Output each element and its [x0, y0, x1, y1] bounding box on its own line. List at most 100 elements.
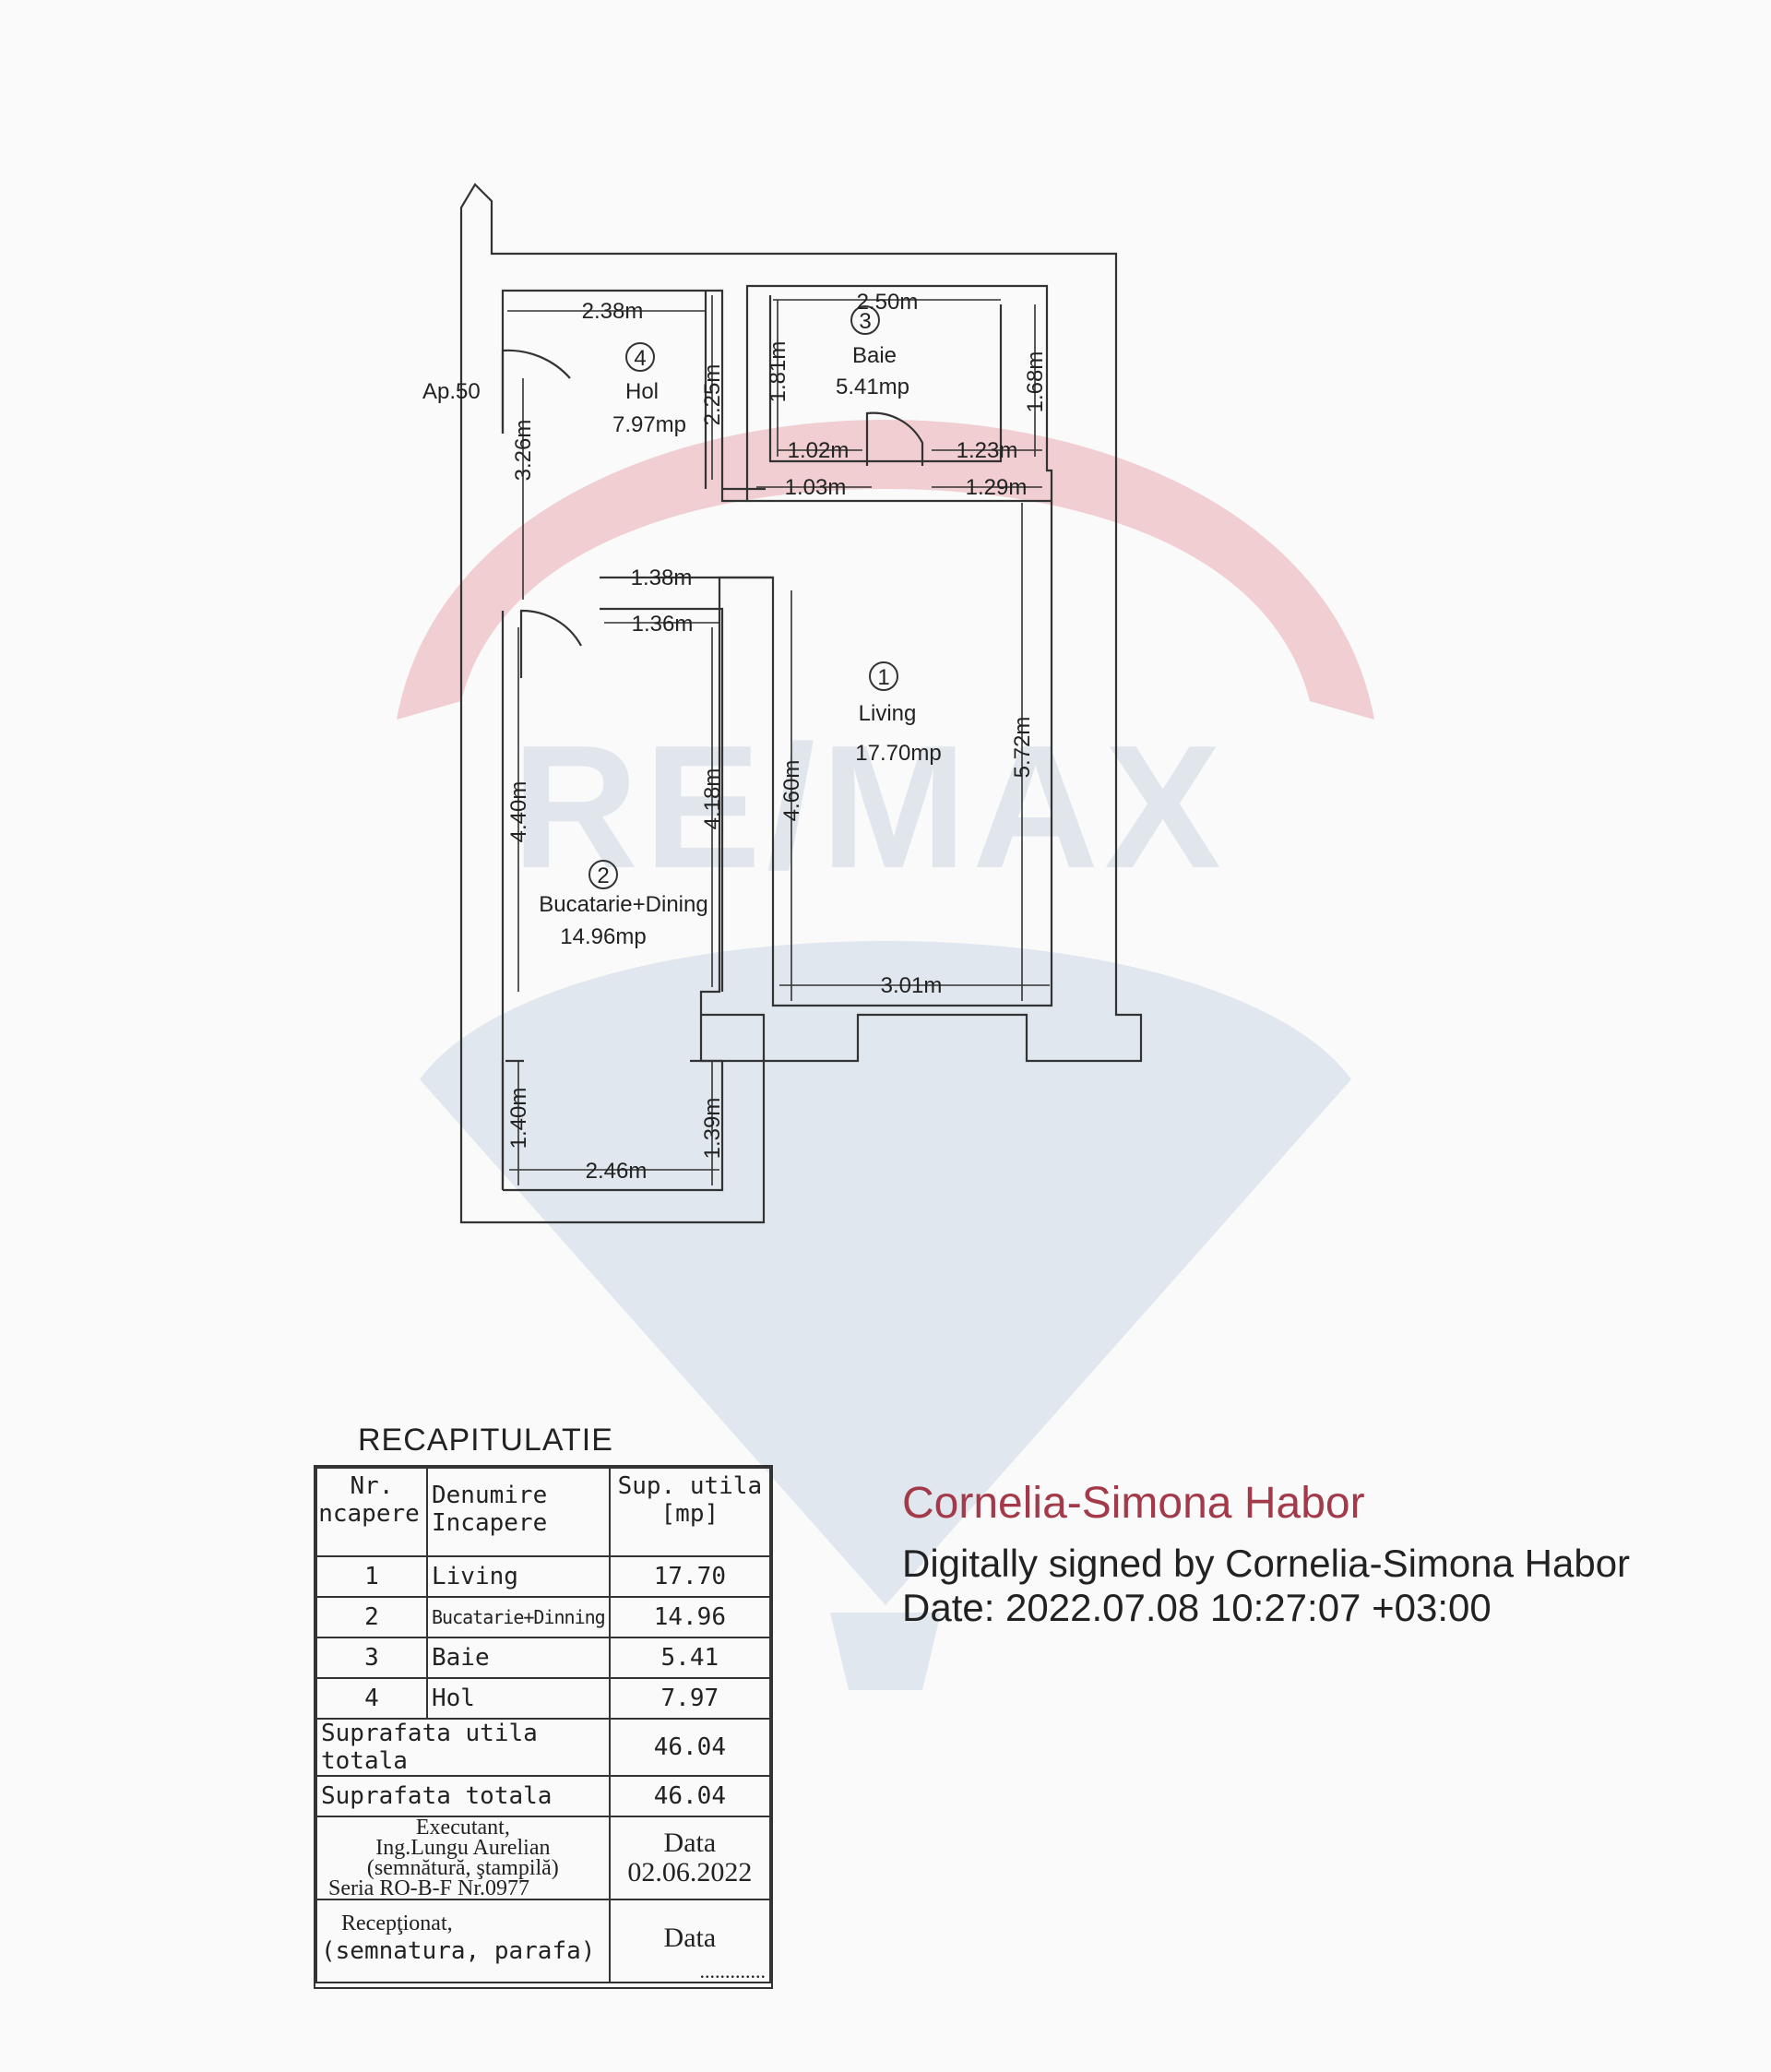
header-area-text: Sup. utila	[617, 1472, 763, 1500]
dim-label: 3.26m	[511, 420, 536, 482]
received-row: Recepţionat, (semnatura, parafa) Data ..…	[315, 1899, 772, 1983]
executant-line: Ing.Lungu Aurelian	[375, 1836, 551, 1860]
recap-title: RECAPITULATIE	[358, 1423, 613, 1458]
dim-label: 2.25m	[700, 364, 725, 426]
table-row: 3 Baie 5.41	[315, 1637, 772, 1679]
signature-date: Date: 2022.07.08 10:27:07 +03:00	[902, 1586, 1492, 1629]
table-row: 2 Bucatarie+Dinning 14.96	[315, 1596, 772, 1638]
dim-label: 1.23m	[957, 438, 1018, 463]
dim-label: 2.50m	[857, 290, 919, 315]
total-value: 46.04	[608, 1775, 772, 1817]
received-date-cell: Data .............	[608, 1899, 772, 1983]
room-number: 4	[634, 346, 646, 371]
received-cell: Recepţionat, (semnatura, parafa)	[315, 1899, 611, 1983]
executant-line: (semnătură, ştampilă)	[366, 1856, 559, 1880]
room-name: Baie	[852, 343, 897, 368]
date-value: 02.06.2022	[627, 1857, 753, 1887]
dim-label: 1.40m	[506, 1088, 531, 1149]
hall-wall	[501, 499, 1052, 1192]
table-header: Nr. ncapere Denumire Incapere Sup. utila…	[315, 1467, 772, 1557]
signature-line: Digitally signed by Cornelia-Simona Habo…	[902, 1542, 1631, 1585]
row-nr: 3	[315, 1637, 428, 1679]
room-name: Bucatarie+Dining	[539, 892, 707, 917]
dim-label: 2.46m	[586, 1159, 648, 1184]
dim-label: 1.68m	[1023, 351, 1048, 413]
received-label: Recepţionat,	[341, 1911, 453, 1935]
row-area: 7.97	[608, 1677, 772, 1720]
room-marker	[588, 860, 618, 889]
received-date-value: .............	[699, 1959, 767, 1983]
room-area: 14.96mp	[560, 924, 646, 949]
dim-label: 1.03m	[785, 475, 847, 500]
executant-cell: Executant, Ing.Lungu Aurelian (semnătură…	[315, 1816, 611, 1900]
recap-table: Nr. ncapere Denumire Incapere Sup. utila…	[314, 1465, 773, 1989]
table-row: 1 Living 17.70	[315, 1555, 772, 1598]
date-label: Data	[663, 1828, 717, 1858]
digital-signature: Cornelia-Simona Habor Digitally signed b…	[902, 1478, 1630, 1630]
watermark-balloon-top	[397, 420, 1374, 720]
room-number: 3	[859, 309, 871, 334]
signer-name: Cornelia-Simona Habor	[902, 1479, 1365, 1528]
room-number: 2	[597, 863, 609, 888]
row-area: 14.96	[608, 1596, 772, 1638]
inner-wall	[501, 284, 1053, 1015]
room-name: Living	[859, 701, 917, 726]
received-date-label: Data	[663, 1923, 717, 1953]
dim-label: 1.02m	[788, 438, 850, 463]
row-name: Hol	[426, 1677, 611, 1720]
room-marker	[625, 342, 655, 372]
total-label: Suprafata totala	[315, 1775, 611, 1817]
room-area: 17.70mp	[855, 741, 941, 766]
header-area-text-2: [mp]	[660, 1500, 719, 1528]
room-marker	[869, 661, 898, 691]
row-area: 17.70	[608, 1555, 772, 1598]
total-row: Suprafata totala 46.04	[315, 1775, 772, 1817]
row-name: Living	[426, 1555, 611, 1598]
outer-wall	[459, 183, 1143, 1224]
room-area: 7.97mp	[612, 412, 686, 437]
dim-label: 1.29m	[966, 475, 1028, 500]
received-label-2: (semnatura, parafa)	[321, 1937, 596, 1965]
room-marker	[850, 305, 880, 335]
balcony-wall	[501, 1059, 722, 1190]
room-area: 5.41mp	[836, 375, 909, 399]
header-nr-text: Nr.	[350, 1472, 394, 1500]
hol-right-wall	[704, 291, 766, 491]
header-area: Sup. utila [mp]	[608, 1467, 772, 1557]
row-nr: 2	[315, 1596, 428, 1638]
executant-row: Executant, Ing.Lungu Aurelian (semnătură…	[315, 1816, 772, 1900]
dim-label: 1.81m	[766, 341, 790, 403]
header-name-text: Denumire	[432, 1482, 548, 1509]
bath-door	[865, 411, 924, 466]
row-nr: 4	[315, 1677, 428, 1720]
header-name-text-2: Incapere	[432, 1509, 548, 1537]
room-name: Hol	[625, 379, 659, 404]
row-name: Baie	[426, 1637, 611, 1679]
watermark-balloon-bottom	[420, 941, 1351, 1605]
entrance-door	[501, 349, 571, 434]
executant-line: Seria RO-B-F Nr.0977	[328, 1876, 529, 1900]
header-nr: Nr. ncapere	[315, 1467, 428, 1557]
floor-plan: 4 Hol 7.97mp 3 Baie 5.41mp 1 Living 17.7…	[422, 183, 1143, 1224]
dim-label: 5.72m	[1010, 717, 1035, 779]
dim-label: 1.39m	[700, 1098, 725, 1160]
useful-total-value: 46.04	[608, 1718, 772, 1777]
row-area: 5.41	[608, 1637, 772, 1679]
apartment-label: Ap.50	[422, 379, 481, 404]
room-number: 1	[877, 665, 889, 690]
watermark-brand: RE/MAX	[512, 709, 1227, 905]
dim-label: 1.36m	[632, 612, 694, 637]
dim-label: 3.01m	[881, 973, 943, 998]
bath-walls	[768, 295, 1003, 463]
dim-label: 4.60m	[779, 760, 804, 822]
row-name: Bucatarie+Dinning	[426, 1596, 611, 1638]
dim-label: 4.40m	[506, 781, 531, 843]
kitchen-door	[519, 609, 582, 678]
executant-date-cell: Data 02.06.2022	[608, 1816, 772, 1900]
watermark-basket	[830, 1613, 941, 1690]
header-name: Denumire Incapere	[426, 1467, 611, 1557]
dim-label: 2.38m	[582, 299, 644, 324]
header-nr-text-2: ncapere	[318, 1500, 420, 1528]
useful-total-label: Suprafata utila totala	[315, 1718, 611, 1777]
